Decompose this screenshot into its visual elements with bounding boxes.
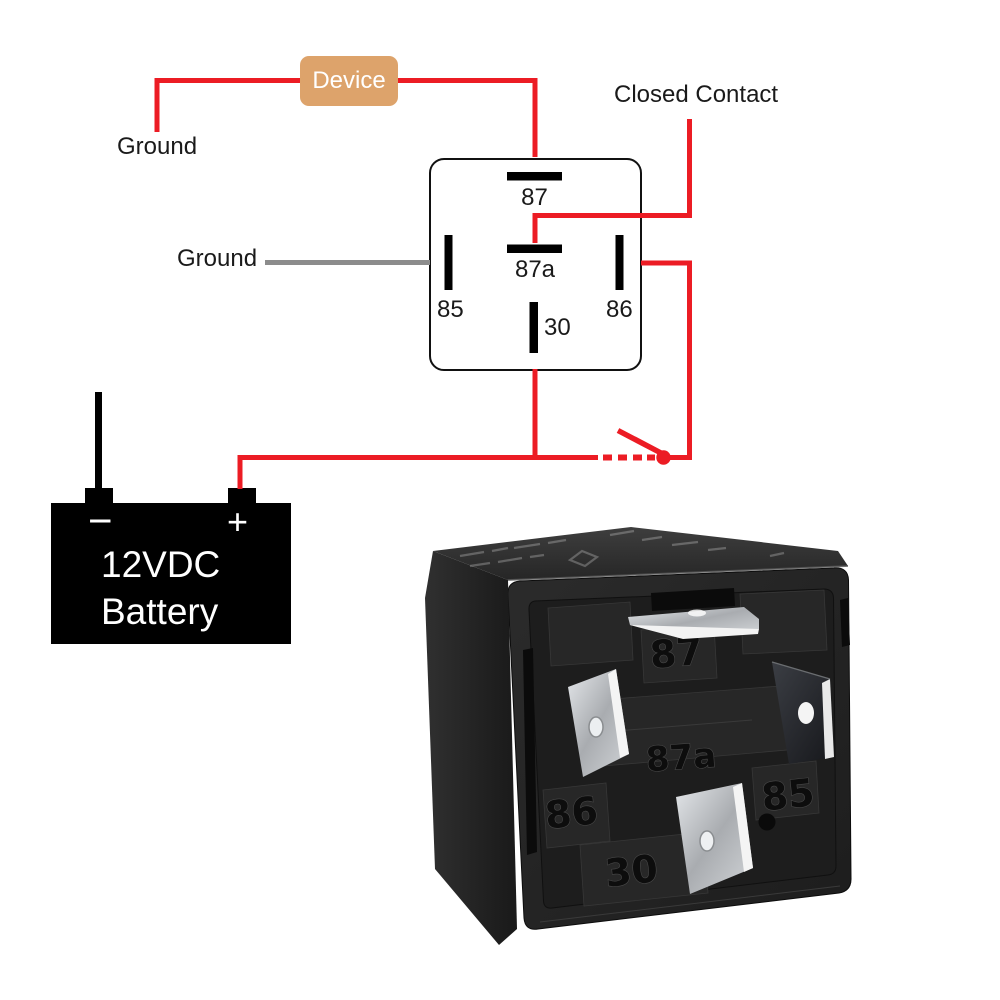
photo-pin85-label: 85 [759,770,816,819]
relay-left-face [425,551,517,945]
switch-dashed-segment [603,454,655,461]
photo-pin87-label: 87 [648,629,705,677]
relay-right-slot [840,598,850,647]
closed-contact-label: Closed Contact [614,81,779,108]
relay-front-face [507,567,852,930]
photo-pin85-blade [771,661,834,764]
device-label: Device [312,67,386,94]
ground-label-top: Ground [117,133,198,160]
relay-molded-blocks [542,589,828,907]
wire-pin86-to-switch [641,260,692,460]
relay-top-face [433,527,848,580]
relay-mold-ridges [539,719,841,923]
photo-pin87-blade [628,607,759,639]
switch-lever [616,428,663,456]
relay-top-slot [651,588,735,611]
battery-minus-sign: − [88,497,113,544]
battery-terminal-negative [85,488,113,504]
device-box: Device [300,56,398,106]
photo-pin86-label: 86 [543,788,600,837]
relay-top-print-marks [459,529,785,568]
photo-pin30-blade [676,783,753,894]
ground-label-mid: Ground [177,245,258,272]
photo-pin86-blade [568,669,629,777]
battery-label: 12VDC Battery [101,541,220,635]
relay-vent-hole [758,813,776,831]
battery-name-text: Battery [101,591,219,632]
switch-contact-dot [656,450,671,465]
battery-voltage-text: 12VDC [101,544,221,585]
battery-body [51,503,291,644]
photo-pin30-label: 30 [603,846,660,895]
relay-photo: 87 87a 86 85 30 [425,527,852,945]
battery-terminal-positive [228,488,256,504]
relay-schematic-box [429,158,642,371]
relay-top-edge-highlight [507,565,849,581]
relay-left-slot [523,648,537,855]
battery-plus-sign: + [227,501,249,542]
photo-pin87a-label: 87a [645,736,718,781]
wire-battery-positive [237,455,598,489]
relay-inner-panel [528,588,837,909]
